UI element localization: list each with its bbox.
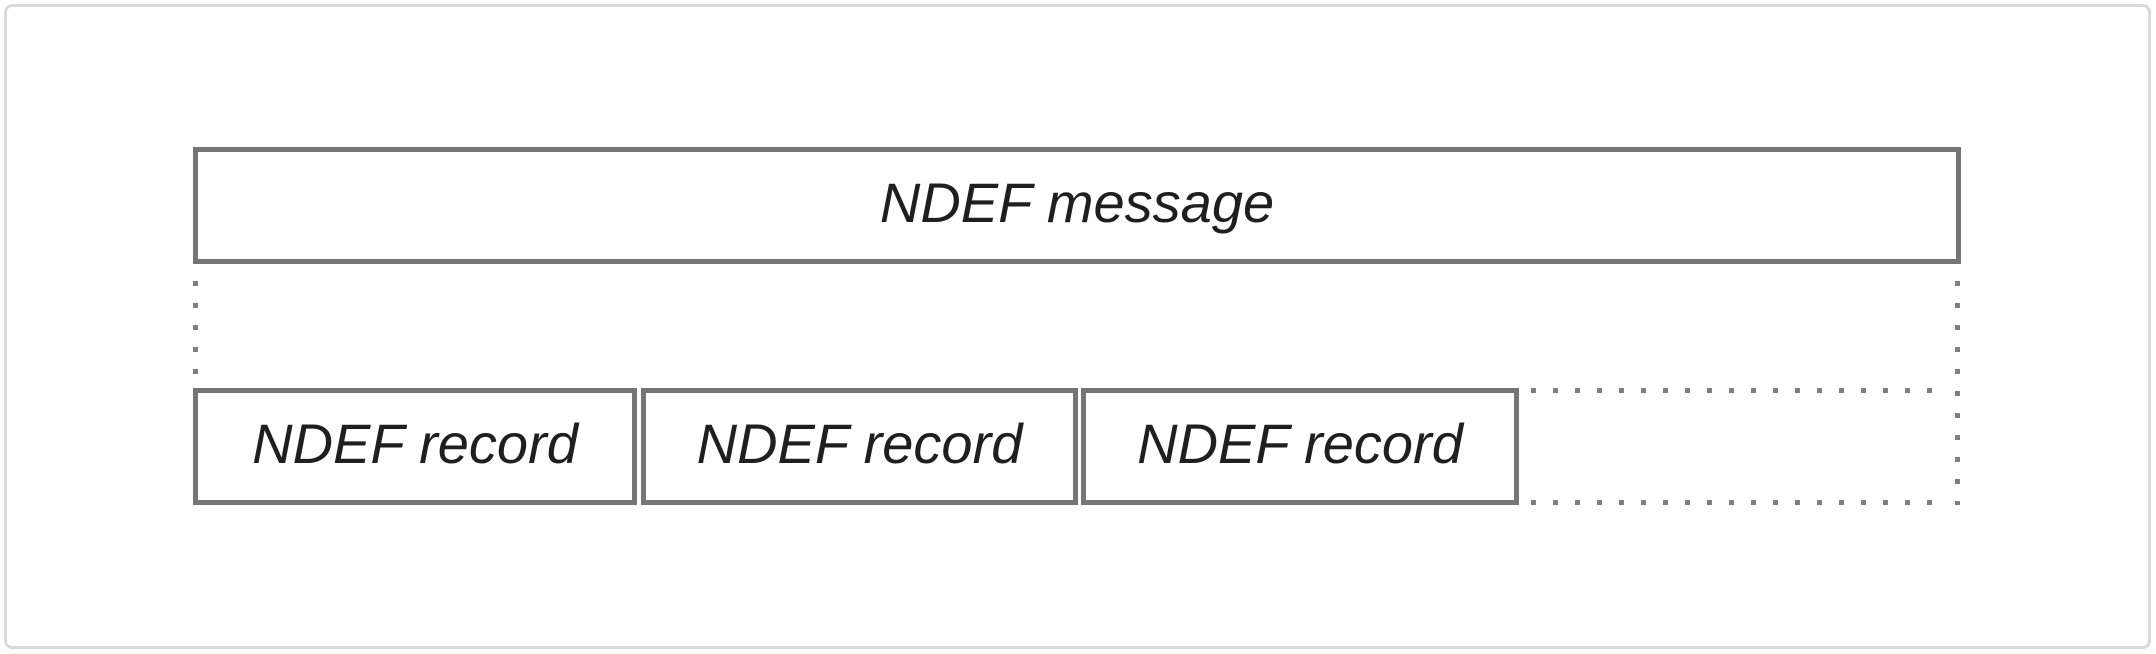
ndef-record-box-3: NDEF record — [1081, 388, 1519, 505]
ndef-record-label-3: NDEF record — [1137, 411, 1463, 475]
ndef-record-label-2: NDEF record — [696, 411, 1023, 475]
ndef-message-label: NDEF message — [879, 170, 1275, 234]
dotted-connector-left — [193, 281, 198, 378]
dotted-connector-right — [1955, 281, 1960, 505]
ndef-message-box: NDEF message — [193, 147, 1961, 264]
outer-frame-border — [4, 4, 2151, 649]
ndef-record-box-1: NDEF record — [193, 388, 637, 505]
ndef-record-label-1: NDEF record — [252, 411, 578, 475]
dotted-continuation-bottom — [1531, 500, 1946, 505]
dotted-continuation-top — [1531, 388, 1946, 393]
ndef-record-box-2: NDEF record — [641, 388, 1078, 505]
